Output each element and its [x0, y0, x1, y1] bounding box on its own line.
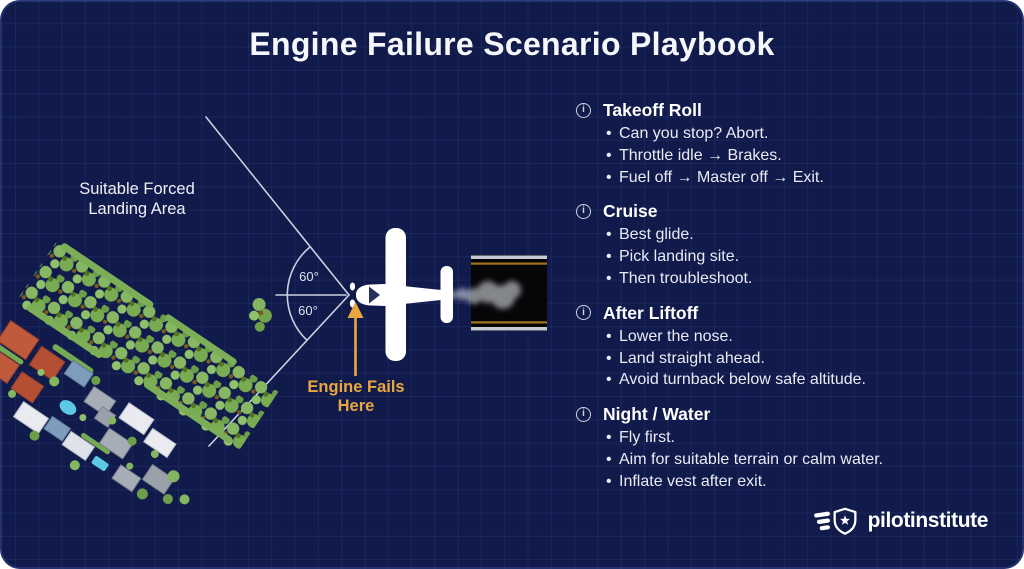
- section-title: Takeoff Roll: [603, 100, 702, 120]
- landing-area-line1: Suitable Forced: [79, 180, 195, 198]
- engine-fails-arrow: [347, 302, 364, 376]
- info-icon: i: [576, 305, 591, 321]
- bullet-list: Can you stop? Abort. Throttle idle → Bra…: [576, 123, 1016, 188]
- logo-text: pilotinstitute: [867, 509, 989, 532]
- bullet-list: Lower the nose. Land straight ahead. Avo…: [576, 326, 1016, 391]
- bullet-item: Can you stop? Abort.: [606, 123, 1016, 145]
- logo-badge-icon: [813, 507, 857, 535]
- airplane-icon: [349, 228, 453, 361]
- section-heading: i Night / Water: [576, 403, 1016, 425]
- info-icon: i: [576, 406, 591, 422]
- bullet-item: Fuel off → Master off → Exit.: [606, 167, 1016, 189]
- playbook-sections: i Takeoff Roll Can you stop? Abort. Thro…: [576, 99, 1016, 505]
- info-icon: i: [576, 102, 591, 118]
- angle-label-bottom: 60°: [298, 303, 318, 318]
- landing-area-label: Suitable Forced Landing Area: [37, 179, 237, 219]
- engine-fails-label: Engine Fails Here: [276, 378, 436, 416]
- engine-fails-line1: Engine Fails: [307, 378, 405, 396]
- engine-fails-line2: Here: [337, 397, 375, 415]
- section-title: Night / Water: [603, 404, 711, 425]
- section-title: Cruise: [603, 201, 658, 222]
- bullet-item: Then troubleshoot.: [606, 268, 1016, 290]
- angle-label-top: 60°: [299, 269, 319, 284]
- section-takeoff-roll: i Takeoff Roll Can you stop? Abort. Thro…: [576, 99, 1016, 188]
- pilotinstitute-logo: pilotinstitute: [813, 505, 989, 537]
- section-heading: i After Liftoff: [576, 302, 1016, 324]
- info-icon: i: [576, 203, 591, 219]
- section-heading: i Takeoff Roll: [576, 99, 1016, 121]
- smoke-graphic: [448, 281, 521, 309]
- bullet-item: Fly first.: [606, 427, 1016, 449]
- page-title: Engine Failure Scenario Playbook: [249, 26, 775, 62]
- section-after-liftoff: i After Liftoff Lower the nose. Land str…: [576, 302, 1016, 391]
- landing-area-line2: Landing Area: [88, 200, 186, 218]
- bullet-item: Best glide.: [606, 224, 1016, 246]
- bullet-item: Pick landing site.: [606, 246, 1016, 268]
- bullet-item: Lower the nose.: [606, 326, 1016, 348]
- bullet-item: Land straight ahead.: [606, 348, 1016, 370]
- section-night-water: i Night / Water Fly first. Aim for suita…: [576, 403, 1016, 492]
- section-cruise: i Cruise Best glide. Pick landing site. …: [576, 200, 1016, 290]
- section-title: After Liftoff: [603, 302, 699, 323]
- bullet-item: Avoid turnback below safe altitude.: [606, 369, 1016, 391]
- section-heading: i Cruise: [576, 200, 1016, 222]
- bullet-item: Inflate vest after exit.: [606, 471, 1016, 493]
- bullet-item: Throttle idle → Brakes.: [606, 145, 1016, 167]
- bullet-list: Fly first. Aim for suitable terrain or c…: [576, 427, 1016, 492]
- bullet-list: Best glide. Pick landing site. Then trou…: [576, 224, 1016, 289]
- bullet-item: Aim for suitable terrain or calm water.: [606, 449, 1016, 471]
- aerial-map-graphic: [0, 241, 279, 505]
